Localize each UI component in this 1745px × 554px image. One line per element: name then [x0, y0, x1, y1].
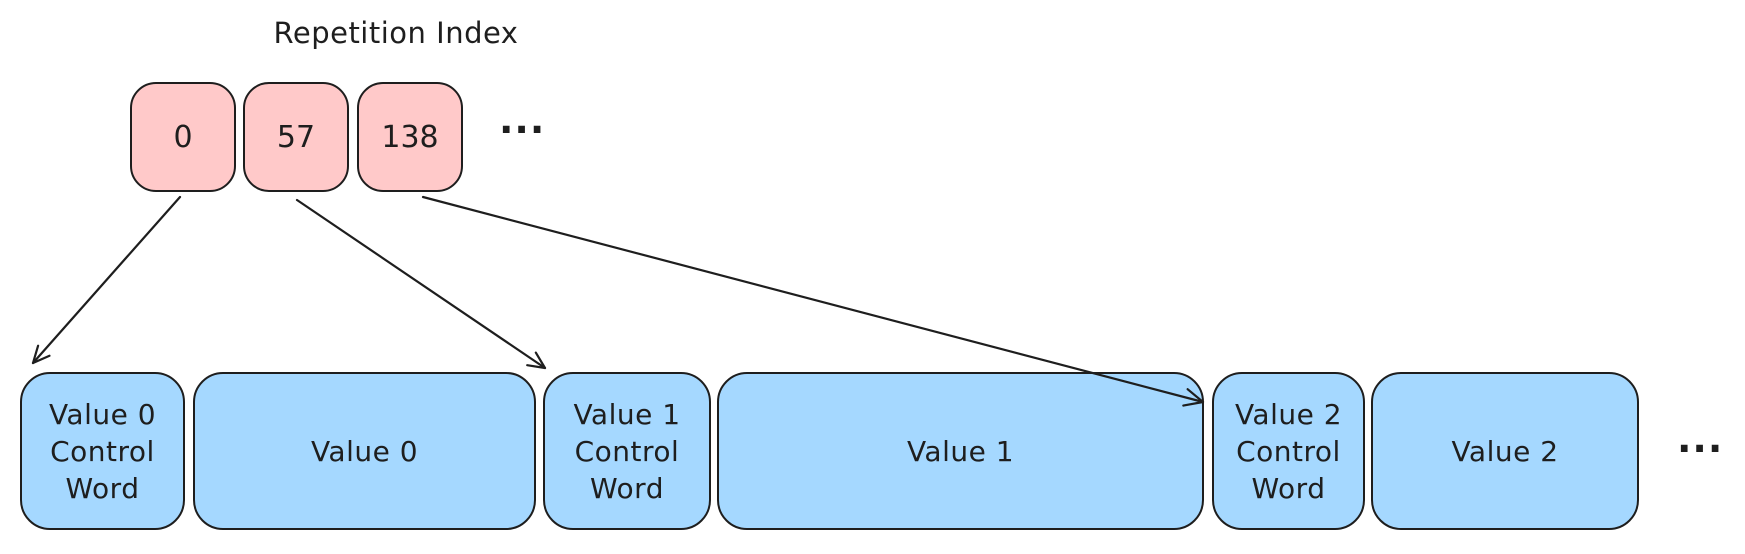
- diagram-title: Repetition Index: [273, 16, 519, 50]
- value-2-control-word-label: Value 2 Control Word: [1234, 397, 1343, 505]
- arrow-index-57-to-value-1-control-word: [295, 198, 547, 370]
- index-cell-0-value: 0: [173, 119, 193, 155]
- index-cell-1-value: 57: [276, 119, 316, 155]
- value-0-control-word-label: Value 0 Control Word: [48, 397, 157, 505]
- value-1-control-word-cell: Value 1 Control Word: [543, 372, 711, 530]
- value-row-ellipsis: ...: [1677, 417, 1724, 461]
- index-cell-2-value: 138: [381, 119, 439, 155]
- value-2-cell: Value 2: [1371, 372, 1639, 530]
- value-0-control-word-cell: Value 0 Control Word: [20, 372, 185, 530]
- index-row-ellipsis: ...: [499, 98, 546, 142]
- arrowhead-icon: [31, 344, 51, 365]
- value-1-label: Value 1: [906, 434, 1015, 468]
- value-0-label: Value 0: [310, 434, 419, 468]
- arrowhead-icon: [526, 351, 547, 370]
- value-2-control-word-cell: Value 2 Control Word: [1212, 372, 1365, 530]
- arrow-index-0-to-value-0-control-word: [31, 195, 182, 365]
- value-1-cell: Value 1: [717, 372, 1204, 530]
- value-0-cell: Value 0: [193, 372, 536, 530]
- index-cell-2: 138: [357, 82, 463, 192]
- value-2-label: Value 2: [1451, 434, 1559, 468]
- index-cell-0: 0: [130, 82, 236, 192]
- index-cell-1: 57: [243, 82, 349, 192]
- value-1-control-word-label: Value 1 Control Word: [573, 397, 681, 505]
